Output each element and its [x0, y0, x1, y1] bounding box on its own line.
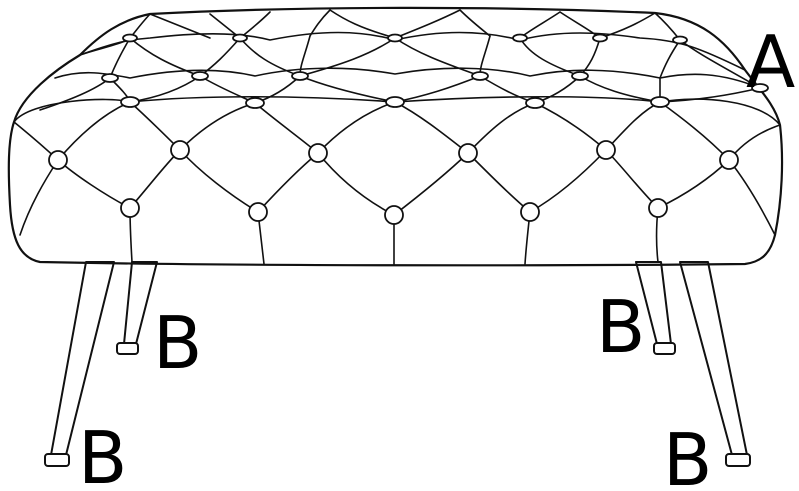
leg-back-right [635, 261, 676, 355]
tufted-cushion [7, 6, 784, 267]
leg-front-right [679, 261, 751, 467]
callout-b-back-right: B [596, 285, 645, 369]
callout-b-back-left: B [153, 301, 202, 385]
cushion-outline [7, 6, 784, 267]
leg-front-left [44, 261, 115, 467]
legs [44, 261, 751, 467]
callout-a: A [746, 20, 795, 104]
leg-back-left [116, 261, 158, 355]
callout-b-front-left: B [78, 416, 127, 491]
callout-b-front-right: B [663, 418, 712, 491]
